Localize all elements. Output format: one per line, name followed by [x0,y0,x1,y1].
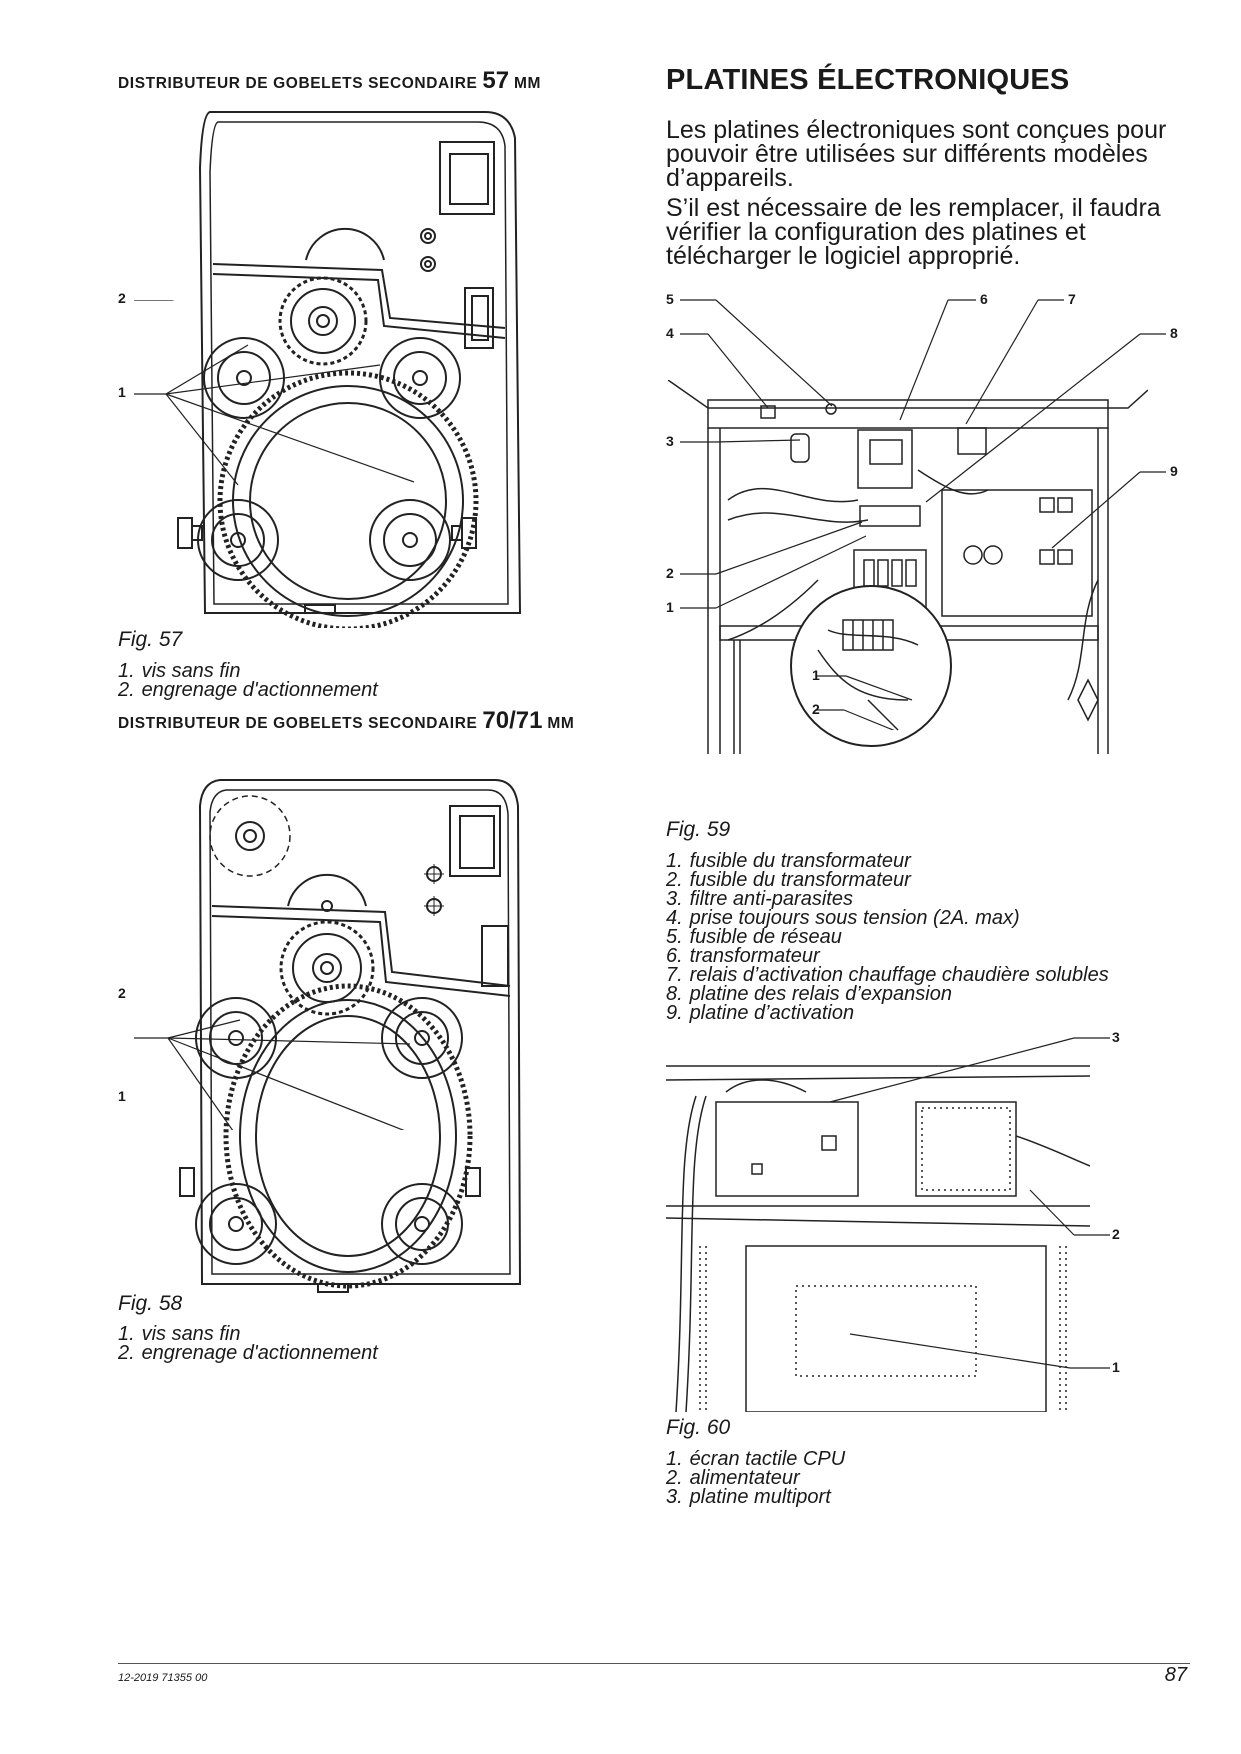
legend-text: filtre anti-parasites [689,888,853,910]
fig59-callout-3: 3 [666,433,674,449]
document-code: 12-2019 71355 00 [118,1672,208,1684]
fig57-legend: 1. vis sans fin 2. engrenage d'actionnem… [118,660,378,701]
legend-text: fusible du transformateur [689,850,911,872]
legend-num: 1. [666,1448,683,1470]
fig59-legend: 1. fusible du transformateur 2. fusible … [666,850,1109,1024]
page-number: 87 [1164,1664,1187,1686]
legend-item: 4. prise toujours sous tension (2A. max) [666,907,1109,929]
section-heading-57mm: DISTRIBUTEUR DE GOBELETS SECONDAIRE 57 M… [118,68,618,96]
legend-text: alimentateur [689,1467,800,1489]
legend-text: platine multiport [689,1486,831,1508]
fig59-callout-2: 2 [666,565,674,581]
fig58-callout-1: 1 [118,1088,126,1104]
section-heading-size: 57 [482,67,510,94]
legend-item: 1. écran tactile CPU [666,1448,846,1470]
section-heading-text: DISTRIBUTEUR DE GOBELETS SECONDAIRE [118,75,478,92]
fig58-callout-2: 2 [118,985,126,1001]
fig59-zoom-callout-1: 1 [812,667,820,683]
legend-item: 2. fusible du transformateur [666,869,1109,891]
fig59-callout-7: 7 [1068,291,1076,307]
legend-num: 4. [666,907,683,929]
legend-item: 6. transformateur [666,945,1109,967]
section-heading-unit: MM [547,715,575,732]
legend-num: 5. [666,926,683,948]
fig60-callout-2: 2 [1112,1226,1120,1242]
fig58-drawing [179,779,522,1293]
legend-item: 1. vis sans fin [118,660,378,682]
legend-item: 2. engrenage d'actionnement [118,679,378,701]
legend-item: 3. platine multiport [666,1486,845,1508]
legend-item: 5. fusible de réseau [666,926,1109,948]
fig60-photo [666,1056,1090,1412]
legend-num: 1. [118,1323,135,1345]
fig59-callout-4: 4 [666,325,674,341]
legend-text: fusible du transformateur [689,869,911,891]
page-title: PLATINES ÉLECTRONIQUES [666,64,1070,96]
legend-num: 9. [666,1002,683,1024]
fig59-photo [668,380,1148,800]
legend-text: vis sans fin [141,660,241,682]
legend-item: 8. platine des relais d’expansion [666,983,1109,1005]
fig59-caption: Fig. 59 [666,818,731,841]
fig59-callout-lines [680,299,1166,730]
fig59-callout-8: 8 [1170,325,1178,341]
legend-num: 2. [666,869,683,891]
section-heading-text: DISTRIBUTEUR DE GOBELETS SECONDAIRE [118,715,478,732]
section-heading-unit: MM [514,75,542,92]
section-heading-70mm: DISTRIBUTEUR DE GOBELETS SECONDAIRE 70/7… [118,708,618,736]
legend-text: transformateur [689,945,820,967]
fig60-callout-3: 3 [1112,1029,1120,1045]
footer-divider [118,1663,1190,1664]
intro-paragraph-2: S’il est nécessaire de les remplacer, il… [666,194,1161,270]
fig58-legend: 1. vis sans fin 2. engrenage d'actionnem… [118,1323,378,1364]
legend-num: 8. [666,983,683,1005]
legend-num: 1. [666,850,683,872]
legend-text: engrenage d'actionnement [141,1342,378,1364]
fig59-zoom-callout-2: 2 [812,701,820,717]
legend-text: fusible de réseau [689,926,842,948]
fig60-callout-1: 1 [1112,1359,1120,1375]
fig59-callout-5: 5 [666,291,674,307]
fig60-legend: 1. écran tactile CPU 2. alimentateur 3. … [666,1448,846,1508]
legend-num: 3. [666,888,683,910]
legend-text: vis sans fin [141,1323,241,1345]
legend-num: 7. [666,964,683,986]
legend-num: 1. [118,660,135,682]
legend-num: 3. [666,1486,683,1508]
fig57-callout-1: 1 [118,384,126,400]
legend-text: écran tactile CPU [689,1448,846,1470]
intro-paragraph-1: Les platines électroniques sont conçues … [666,116,1167,192]
legend-text: relais d’activation chauffage chaudière … [689,964,1109,986]
legend-num: 2. [666,1467,683,1489]
legend-text: platine d’activation [689,1002,855,1024]
fig60-callout-lines [829,1037,1110,1369]
legend-num: 2. [118,679,135,701]
legend-text: engrenage d'actionnement [141,679,378,701]
fig57-drawing [177,111,522,628]
legend-num: 6. [666,945,683,967]
section-heading-size: 70/71 [482,707,543,734]
fig57-callout-2: 2 [118,290,126,306]
fig60-caption: Fig. 60 [666,1416,731,1439]
legend-item: 9. platine d’activation [666,1002,1109,1024]
legend-item: 1. fusible du transformateur [666,850,1109,872]
legend-item: 2. engrenage d'actionnement [118,1342,378,1364]
fig57-callout-lines [134,300,415,486]
legend-item: 1. vis sans fin [118,1323,378,1345]
intro-text: Les platines électroniques sont conçues … [666,118,1186,274]
fig57-caption: Fig. 57 [118,628,183,651]
fig59-callout-9: 9 [1170,463,1178,479]
legend-item: 2. alimentateur [666,1467,845,1489]
fig58-callout-lines [134,1019,411,1130]
fig59-callout-1: 1 [666,599,674,615]
fig58-caption: Fig. 58 [118,1292,183,1315]
fig59-callout-6: 6 [980,291,988,307]
legend-text: platine des relais d’expansion [689,983,952,1005]
legend-item: 3. filtre anti-parasites [666,888,1109,910]
legend-text: prise toujours sous tension (2A. max) [689,907,1020,929]
legend-item: 7. relais d’activation chauffage chaudiè… [666,964,1109,986]
legend-num: 2. [118,1342,135,1364]
